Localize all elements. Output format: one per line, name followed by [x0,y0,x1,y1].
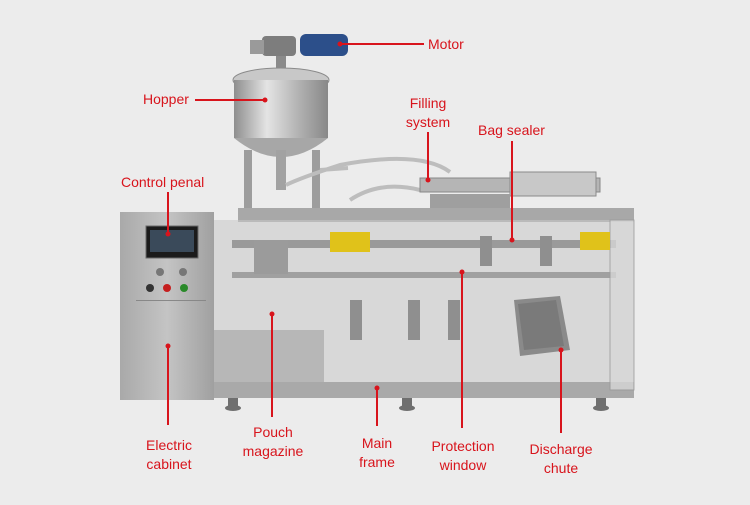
label-bag-sealer: Bag sealer [478,122,545,138]
label-pouch-magazine-line2: magazine [242,443,304,459]
label-filling-system: Filling system [398,94,458,132]
label-filling-system-line1: Filling [409,95,447,111]
hopper-unit [232,67,330,212]
motor-unit [250,34,348,70]
label-protection-window: Protection window [426,437,500,475]
label-electric-cabinet-line1: Electric [146,437,192,453]
label-discharge-chute-line1: Discharge [529,441,593,457]
mechanism-parts [254,232,610,340]
filling-pipes [285,156,452,202]
leader-lines [167,43,562,433]
label-main-frame-line1: Main [361,435,393,451]
label-main-frame-line2: frame [359,454,395,470]
label-electric-cabinet: Electric cabinet [134,436,204,474]
label-main-frame: Main frame [348,434,406,472]
label-discharge-chute-line2: chute [543,460,579,476]
label-protection-window-line2: window [439,457,487,473]
label-discharge-chute: Discharge chute [522,440,600,478]
label-pouch-magazine-line1: Pouch [253,424,293,440]
label-filling-system-line2: system [405,114,451,130]
leader-dots [165,41,564,391]
machine-feet [225,398,609,411]
top-deck [238,208,634,222]
label-motor: Motor [428,36,464,52]
label-electric-cabinet-line2: cabinet [146,456,192,472]
label-pouch-magazine: Pouch magazine [236,423,310,461]
filling-rail [419,171,601,208]
label-protection-window-line1: Protection [431,438,495,454]
discharge-chute-body [514,296,570,356]
label-hopper: Hopper [143,91,189,107]
label-control-panel: Control penal [121,174,205,190]
